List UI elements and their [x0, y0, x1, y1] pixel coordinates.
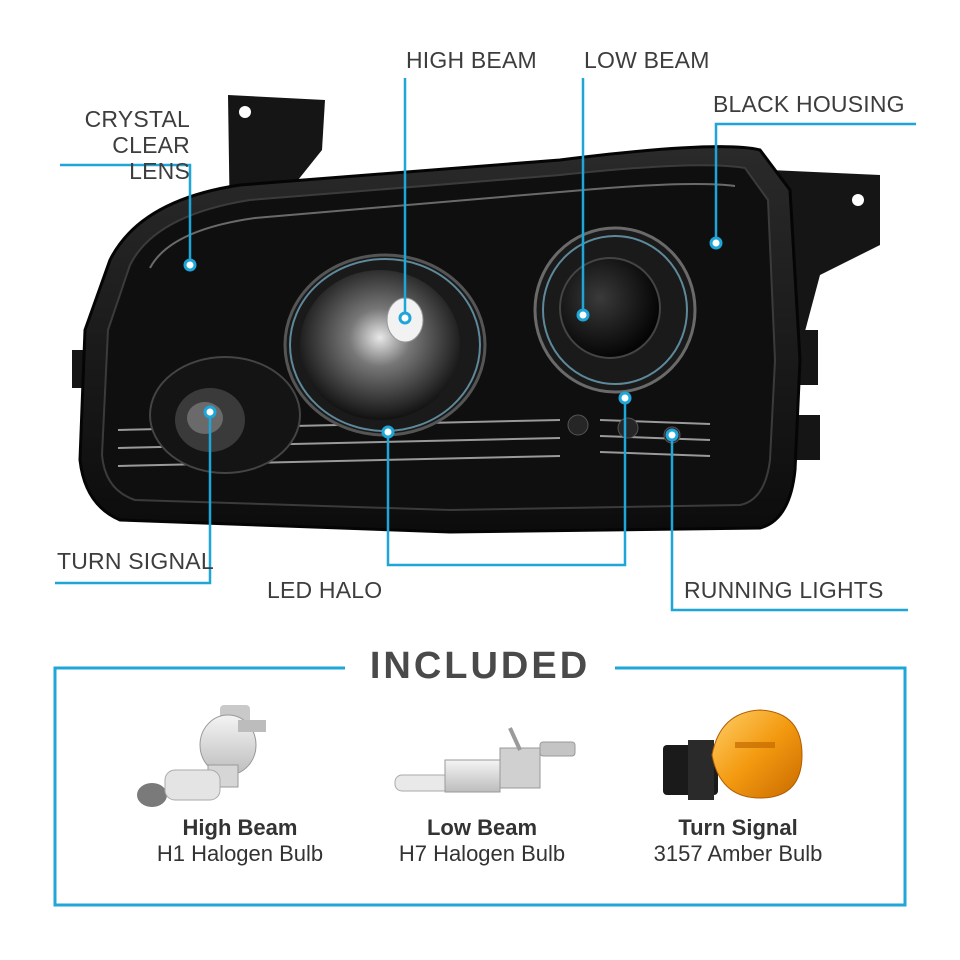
- included-item-low-beam: Low Beam H7 Halogen Bulb: [362, 695, 602, 867]
- h1-bulb-icon: [394, 727, 576, 793]
- bulb-description: H1 Halogen Bulb: [156, 841, 324, 866]
- h7-bulb-icon: [137, 705, 266, 807]
- bulb-name: Low Beam: [426, 815, 538, 840]
- bulb-name: Turn Signal: [678, 815, 798, 840]
- callout-dots: [183, 236, 723, 442]
- included-box-border: [53, 666, 907, 907]
- included-item-high-beam: High Beam H1 Halogen Bulb: [120, 695, 360, 867]
- bulb-description: 3157 Amber Bulb: [653, 841, 823, 866]
- callout-led-halo: LED HALO: [267, 577, 383, 603]
- callout-leader-lines: [55, 78, 916, 612]
- low-beam-projector: [533, 226, 697, 394]
- callout-black-housing: BLACK HOUSING: [713, 91, 905, 117]
- bulb-description: H7 Halogen Bulb: [398, 841, 566, 866]
- callout-low-beam: LOW BEAM: [584, 47, 710, 73]
- bulb-name: High Beam: [182, 815, 298, 840]
- callout-turn-signal: TURN SIGNAL: [57, 548, 214, 574]
- callout-high-beam: HIGH BEAM: [406, 47, 537, 73]
- amber-bulb-icon: [663, 709, 803, 800]
- high-beam-reflector: [283, 253, 487, 437]
- callout-running-lights: RUNNING LIGHTS: [684, 577, 884, 603]
- included-title: INCLUDED: [345, 645, 615, 688]
- included-item-turn-signal: Turn Signal 3157 Amber Bulb: [618, 695, 858, 867]
- callout-crystal-clear-lens: CRYSTAL CLEAR LENS: [84, 106, 190, 184]
- turn-signal-lens: [149, 356, 301, 474]
